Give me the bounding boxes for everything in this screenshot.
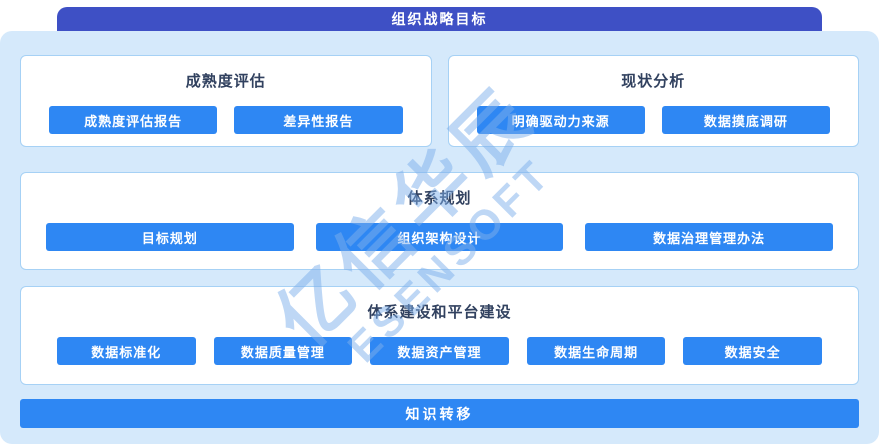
planning-nodes: 目标规划 组织架构设计 数据治理管理办法 — [21, 223, 858, 251]
box-planning-title: 体系规划 — [407, 190, 472, 207]
box-system-platform-construction: 体系建设和平台建设 数据标准化 数据质量管理 数据资产管理 数据生命周期 数据安… — [20, 286, 859, 385]
node-driver-source: 明确驱动力来源 — [476, 106, 645, 134]
knowledge-transfer-label: 知识转移 — [405, 405, 474, 422]
box-maturity-assessment: 成熟度评估 成熟度评估报告 差异性报告 — [20, 55, 432, 147]
node-gap-report: 差异性报告 — [234, 106, 403, 134]
diagram-title-bar: 组织战略目标 — [57, 7, 822, 31]
construction-nodes: 数据标准化 数据质量管理 数据资产管理 数据生命周期 数据安全 — [21, 337, 858, 365]
box-maturity-title: 成熟度评估 — [185, 73, 266, 90]
node-data-survey: 数据摸底调研 — [661, 106, 830, 134]
node-org-structure-design: 组织架构设计 — [315, 223, 564, 251]
diagram-panel: 亿信华辰 ESENSOFT 成熟度评估 成熟度评估报告 差异性报告 现状分析 明… — [0, 31, 879, 444]
maturity-nodes: 成熟度评估报告 差异性报告 — [21, 106, 431, 134]
node-governance-measures: 数据治理管理办法 — [585, 223, 834, 251]
box-construction-title: 体系建设和平台建设 — [367, 304, 512, 321]
node-maturity-report: 成熟度评估报告 — [49, 106, 218, 134]
knowledge-transfer-bar: 知识转移 — [20, 399, 859, 428]
box-status-analysis: 现状分析 明确驱动力来源 数据摸底调研 — [447, 55, 859, 147]
node-data-standardization: 数据标准化 — [57, 337, 196, 365]
node-data-lifecycle: 数据生命周期 — [526, 337, 666, 365]
box-status-title: 现状分析 — [621, 73, 686, 90]
diagram-title: 组织战略目标 — [391, 11, 488, 27]
status-nodes: 明确驱动力来源 数据摸底调研 — [449, 106, 859, 134]
top-row: 成熟度评估 成熟度评估报告 差异性报告 现状分析 明确驱动力来源 数据摸底调研 — [20, 55, 859, 147]
node-data-security: 数据安全 — [683, 337, 822, 365]
node-data-quality: 数据质量管理 — [213, 337, 353, 365]
node-goal-planning: 目标规划 — [46, 223, 294, 251]
box-system-planning: 体系规划 目标规划 组织架构设计 数据治理管理办法 — [20, 172, 859, 270]
node-data-asset: 数据资产管理 — [370, 337, 509, 365]
